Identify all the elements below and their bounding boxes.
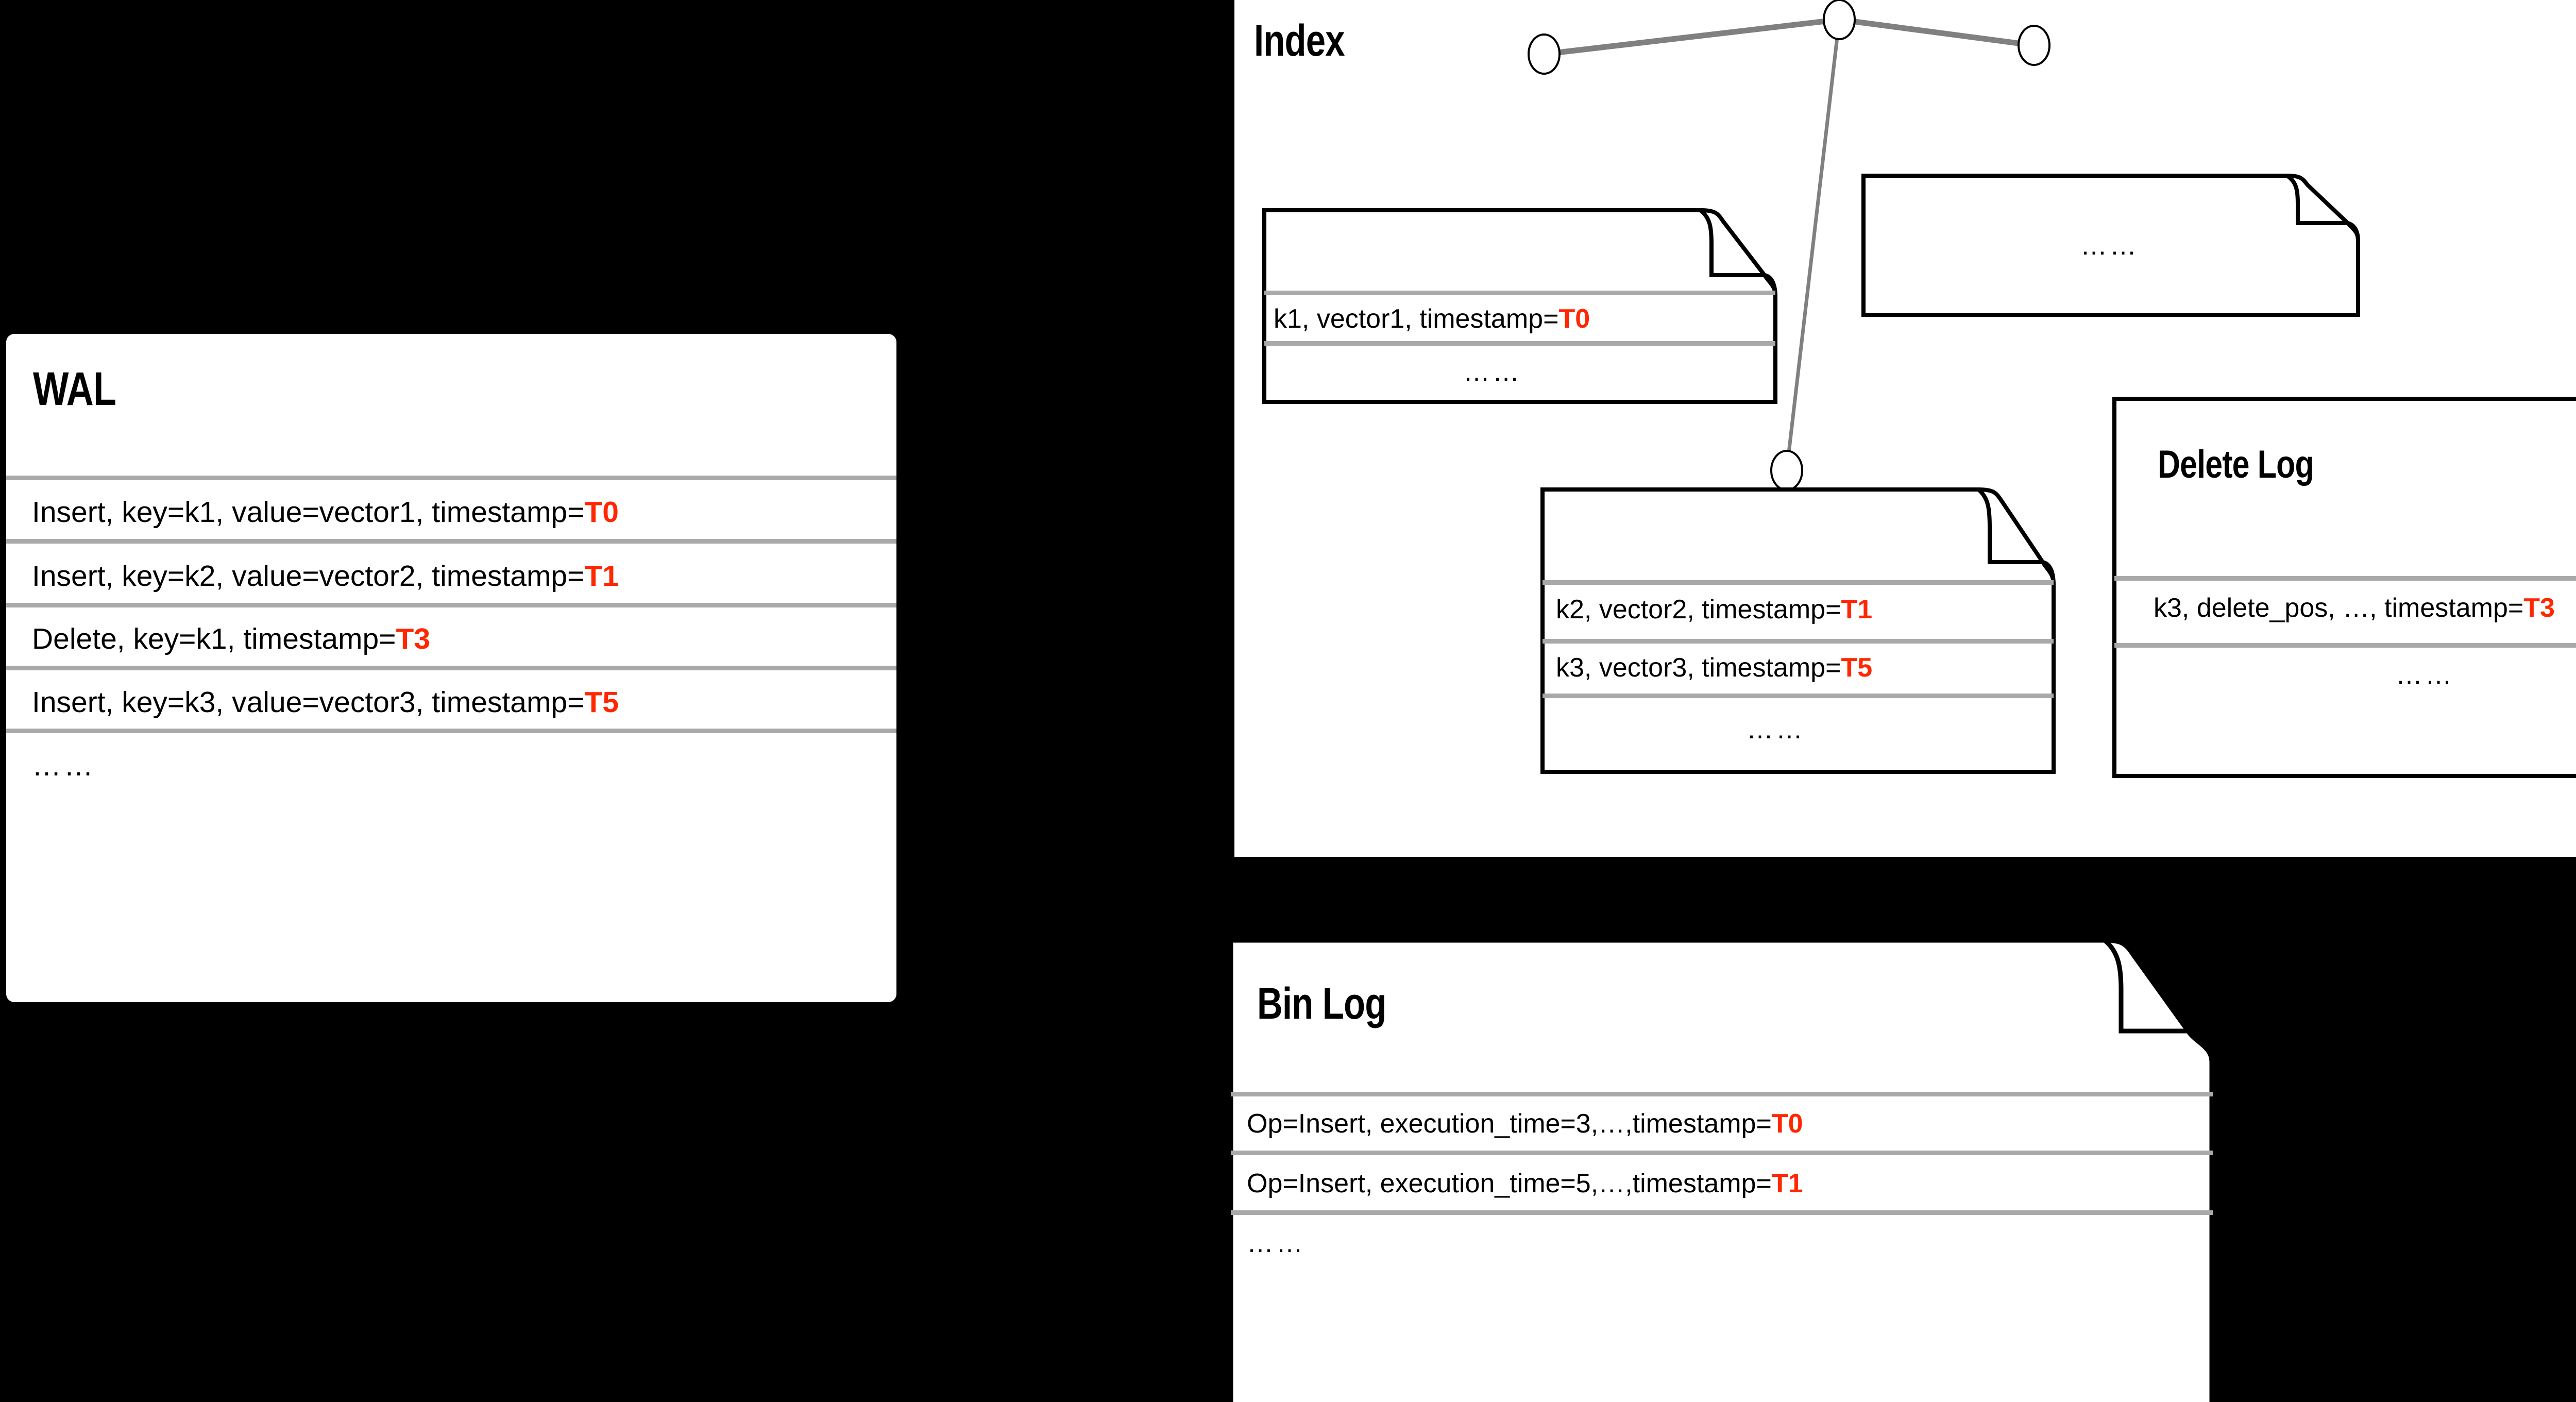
wal-row: Insert, key=k1, value=vector1, timestamp… xyxy=(32,495,619,529)
leaf-right-row-text: …… xyxy=(2080,231,2139,261)
leaf-k1-row-text: …… xyxy=(1463,357,1522,387)
wal-row-timestamp: T0 xyxy=(584,496,619,529)
leaf-k2k3-row: k3, vector3, timestamp=T5 xyxy=(1556,652,1872,683)
leaf-k2k3-row-timestamp: T1 xyxy=(1841,595,1873,624)
bin-log-title: Bin Log xyxy=(1257,979,1386,1028)
wal-row-text: Insert, key=k3, value=vector3, timestamp… xyxy=(32,686,585,719)
wal-title: WAL xyxy=(33,363,116,415)
leaf-k2k3-divider xyxy=(1543,580,2054,585)
bin-log-divider xyxy=(1231,1092,2213,1096)
leaf-k1-divider xyxy=(1264,291,1775,295)
bin-log-row-timestamp: T0 xyxy=(1771,1109,1803,1139)
delete-log-row: …… xyxy=(2396,660,2454,690)
wal-panel: WAL Insert, key=k1, value=vector1, times… xyxy=(6,334,896,1002)
wal-row: …… xyxy=(32,749,96,783)
wal-divider xyxy=(6,666,896,670)
delete-log-title: Delete Log xyxy=(2158,443,2314,486)
document-fold-shape xyxy=(2112,397,2576,778)
leaf-k2k3-row-timestamp: T5 xyxy=(1841,653,1873,683)
leaf-k1-row-text: k1, vector1, timestamp= xyxy=(1274,304,1559,334)
document-fold-shape xyxy=(1228,938,2214,1402)
wal-divider xyxy=(6,603,896,607)
wal-divider xyxy=(6,729,896,733)
document-fold-shape xyxy=(1861,174,2360,317)
bin-log-divider xyxy=(1231,1210,2213,1215)
bin-log-row-timestamp: T1 xyxy=(1771,1169,1803,1198)
delete-log-row: k3, delete_pos, …, timestamp=T3 xyxy=(2154,593,2555,623)
wal-row: Delete, key=k1, timestamp=T3 xyxy=(32,622,430,656)
bin-log-row: Op=Insert, execution_time=3,…,timestamp=… xyxy=(1247,1108,1803,1139)
wal-row-timestamp: T3 xyxy=(396,622,431,655)
index-leaf-k2k3-document: k2, vector2, timestamp=T1 k3, vector3, t… xyxy=(1540,487,2056,774)
document-fold-shape xyxy=(1262,208,1777,404)
leaf-k1-row: k1, vector1, timestamp=T0 xyxy=(1274,303,1590,334)
wal-row-text: Insert, key=k1, value=vector1, timestamp… xyxy=(32,496,585,529)
leaf-k1-row: …… xyxy=(1463,357,1522,387)
bin-log-row-text: Op=Insert, execution_time=5,…,timestamp= xyxy=(1247,1169,1772,1198)
delete-log-row-text: …… xyxy=(2396,660,2454,690)
wal-row-text: …… xyxy=(32,749,96,782)
leaf-k2k3-row-text: k2, vector2, timestamp= xyxy=(1556,595,1841,624)
wal-row-timestamp: T1 xyxy=(584,560,619,593)
bin-log-row: …… xyxy=(1247,1228,1306,1259)
leaf-right-row: …… xyxy=(2080,230,2139,261)
delete-log-row-text: k3, delete_pos, …, timestamp= xyxy=(2154,593,2524,623)
wal-divider xyxy=(6,539,896,544)
leaf-k1-row-timestamp: T0 xyxy=(1558,304,1590,334)
bin-log-row-text: Op=Insert, execution_time=3,…,timestamp= xyxy=(1247,1109,1772,1139)
leaf-k2k3-row-text: …… xyxy=(1747,715,1805,745)
leaf-k2k3-row: k2, vector2, timestamp=T1 xyxy=(1556,594,1872,625)
index-title: Index xyxy=(1254,16,1345,65)
delete-log-divider xyxy=(2114,643,2576,648)
wal-row: Insert, key=k2, value=vector2, timestamp… xyxy=(32,559,619,593)
delete-log-row-timestamp: T3 xyxy=(2523,593,2555,623)
wal-row-text: Insert, key=k2, value=vector2, timestamp… xyxy=(32,560,585,593)
bin-log-row-text: …… xyxy=(1247,1228,1306,1258)
bin-log-row: Op=Insert, execution_time=5,…,timestamp=… xyxy=(1247,1168,1803,1199)
wal-divider xyxy=(6,476,896,480)
leaf-k2k3-divider xyxy=(1543,639,2054,644)
leaf-k2k3-row: …… xyxy=(1747,714,1805,745)
bin-log-document: Bin Log Op=Insert, execution_time=3,…,ti… xyxy=(1228,938,2221,1402)
leaf-k1-divider xyxy=(1264,341,1775,346)
leaf-k2k3-divider xyxy=(1543,694,2054,698)
delete-log-divider xyxy=(2114,576,2576,581)
delete-log-document: Delete Log k3, delete_pos, …, timestamp=… xyxy=(2112,397,2576,778)
index-leaf-right-document: …… xyxy=(1861,174,2360,317)
wal-row: Insert, key=k3, value=vector3, timestamp… xyxy=(32,685,619,719)
index-leaf-k1-document: k1, vector1, timestamp=T0 …… xyxy=(1262,208,1777,404)
wal-row-text: Delete, key=k1, timestamp= xyxy=(32,622,396,655)
leaf-k2k3-row-text: k3, vector3, timestamp= xyxy=(1556,653,1841,683)
bin-log-divider xyxy=(1231,1151,2213,1155)
wal-row-timestamp: T5 xyxy=(584,686,619,719)
